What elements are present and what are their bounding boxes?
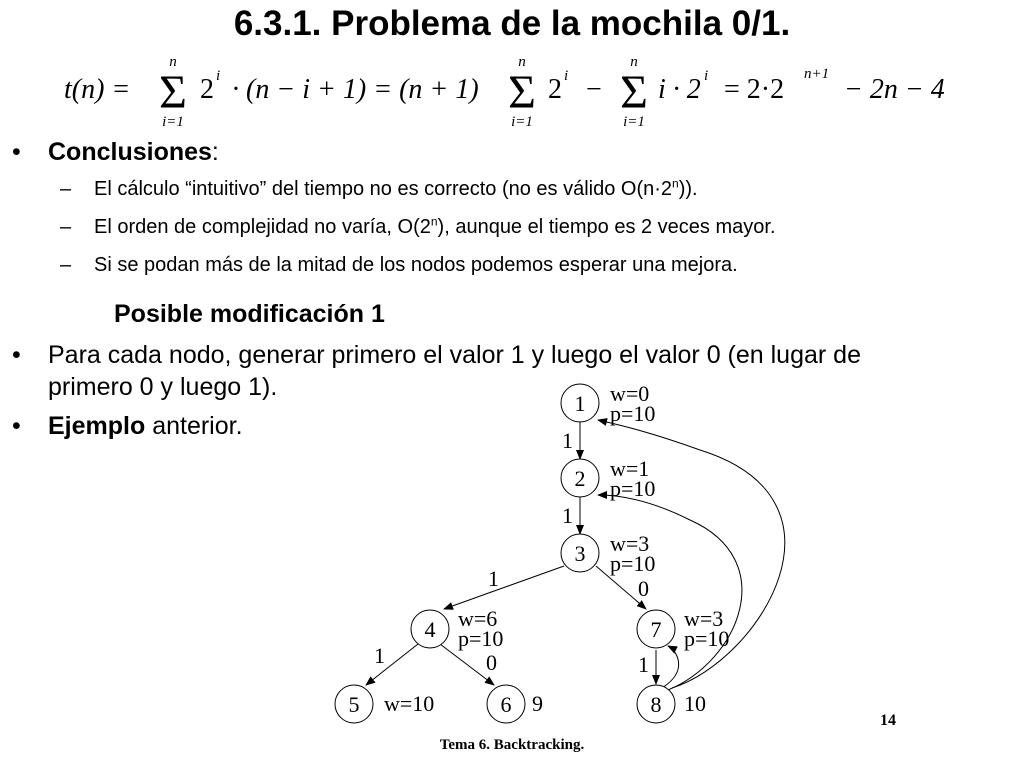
slide-title: 6.3.1. Problema de la mochila 0/1. xyxy=(233,4,791,43)
edge-label-4-5: 1 xyxy=(374,643,385,668)
page-number: 14 xyxy=(880,712,896,729)
node-1-p: p=10 xyxy=(610,401,655,426)
node-4-circle xyxy=(410,609,450,649)
node-5-circle xyxy=(334,684,374,724)
backtrack-8-1 xyxy=(597,418,785,689)
edge-3-7 xyxy=(595,565,647,610)
node-2-id: 2 xyxy=(575,466,586,491)
node-7-id: 7 xyxy=(651,617,662,642)
node-3-w: w=3 xyxy=(610,531,649,556)
term3-exp: i xyxy=(704,68,708,84)
term3: i · 2 xyxy=(658,74,701,105)
node-2-circle xyxy=(560,458,600,498)
node-3-id: 3 xyxy=(575,541,586,566)
formula-lhs: t(n) = xyxy=(64,74,130,105)
term1: 2 xyxy=(200,74,214,105)
edge-label-2-3: 1 xyxy=(562,503,573,528)
result-equals: = 2·2 xyxy=(724,74,784,105)
formula: t(n) = n Σ i=1 2 i · (n − i + 1) = (n + … xyxy=(0,56,1024,138)
modification-heading: Posible modificación 1 xyxy=(114,300,385,328)
node-2-p: p=10 xyxy=(610,476,655,501)
result-rest: − 2n − 4 xyxy=(844,74,945,105)
node-8-value: 10 xyxy=(684,691,706,716)
backtrack-8-2 xyxy=(597,491,743,691)
edge-4-5 xyxy=(365,643,419,686)
edge-label-1-2: 1 xyxy=(562,428,573,453)
node-8-circle xyxy=(636,684,676,724)
formula-svg: t(n) = n Σ i=1 2 i · (n − i + 1) = (n + … xyxy=(64,56,945,130)
edge-label-3-7: 0 xyxy=(638,576,649,601)
conclusions-colon: : xyxy=(211,138,219,166)
node-1-id: 1 xyxy=(575,391,586,416)
edge-label-4-6: 0 xyxy=(486,650,497,675)
node-4-p: p=10 xyxy=(458,626,503,651)
sum2-lower: i=1 xyxy=(511,114,533,130)
term1-rest: · (n − i + 1) = (n + 1) xyxy=(232,74,479,105)
node-1-circle xyxy=(560,383,600,423)
sum2-sigma-icon: Σ xyxy=(508,66,536,119)
bullet-dot: • xyxy=(12,138,21,166)
sum3-upper: n xyxy=(630,56,638,70)
minus: − xyxy=(586,74,602,105)
node-5-w: w=10 xyxy=(384,691,434,716)
edge-label-3-4: 1 xyxy=(488,566,499,591)
node-5-id: 5 xyxy=(349,692,360,717)
term2: 2 xyxy=(548,74,562,105)
node-7-w: w=3 xyxy=(684,606,723,631)
sum1-lower: i=1 xyxy=(162,114,184,130)
conclusions-heading: Conclusiones xyxy=(48,138,212,166)
node-1-w: w=0 xyxy=(610,381,649,406)
node-4-id: 4 xyxy=(425,617,436,642)
sum1-upper: n xyxy=(169,56,177,70)
node-7-circle xyxy=(636,609,676,649)
node-6-id: 6 xyxy=(501,692,512,717)
sum1-sigma-icon: Σ xyxy=(159,66,187,119)
sum3-sigma-icon: Σ xyxy=(620,66,648,119)
node-2-w: w=1 xyxy=(610,456,649,481)
node-7-p: p=10 xyxy=(684,626,729,651)
edge-label-7-8: 1 xyxy=(638,652,649,677)
node-6-circle xyxy=(486,684,526,724)
term2-exp: i xyxy=(564,68,568,84)
modification-bullet-1-cont: primero 0 y luego 1). xyxy=(48,373,278,401)
backtrack-8-7 xyxy=(661,645,680,689)
node-4-w: w=6 xyxy=(458,606,497,631)
node-8-id: 8 xyxy=(651,692,662,717)
result-exp: n+1 xyxy=(804,66,829,82)
footer: Tema 6. Backtracking. xyxy=(439,737,585,753)
edge-4-6 xyxy=(439,643,495,686)
node-6-value: 9 xyxy=(532,691,543,716)
node-3-circle xyxy=(560,533,600,573)
term1-exp: i xyxy=(216,68,220,84)
edge-3-4 xyxy=(443,565,565,610)
node-3-p: p=10 xyxy=(610,551,655,576)
sum3-lower: i=1 xyxy=(623,114,645,130)
sum2-upper: n xyxy=(518,56,526,70)
